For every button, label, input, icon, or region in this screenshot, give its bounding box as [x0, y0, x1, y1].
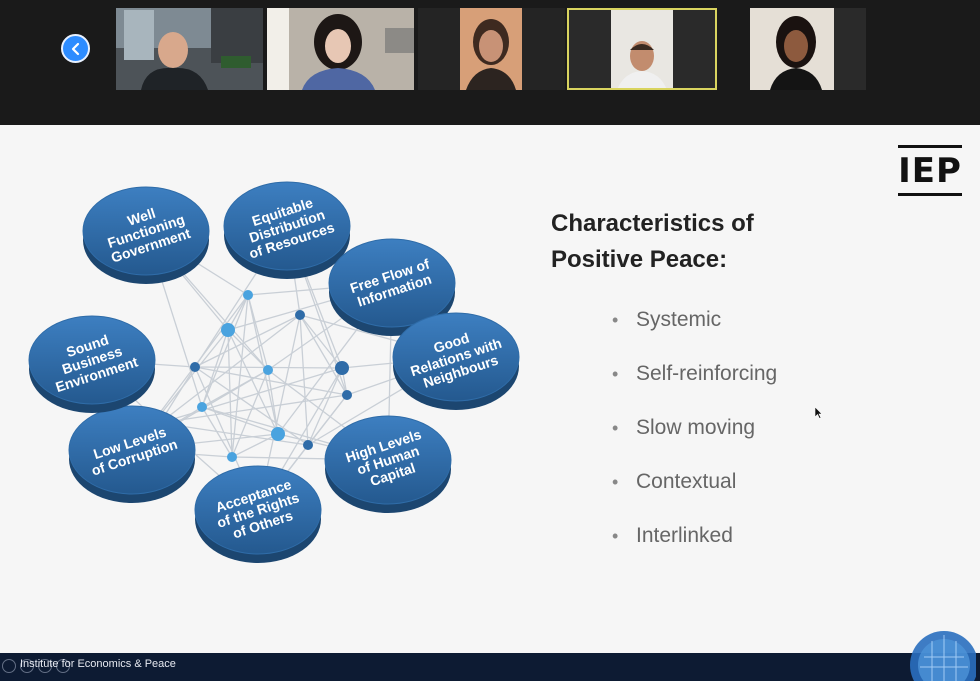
heading-line: Characteristics of	[551, 210, 754, 237]
slide-nav-controls[interactable]	[2, 659, 70, 677]
pillar-oval: Free Flow ofInformation	[328, 238, 456, 336]
network-node	[335, 361, 349, 375]
network-line	[227, 329, 279, 435]
network-line	[231, 369, 269, 458]
network-line	[227, 329, 233, 458]
network-node	[342, 390, 352, 400]
video-strip	[0, 0, 980, 125]
participant-video-image	[567, 8, 717, 90]
bullet-dot-icon: •	[612, 364, 619, 384]
participant-video-image	[750, 8, 866, 90]
network-line	[201, 406, 279, 435]
participant-video-image	[267, 8, 414, 90]
bullet-dot-icon: •	[612, 526, 619, 546]
pen-icon[interactable]	[20, 659, 34, 673]
participant-video-tile[interactable]	[116, 8, 263, 90]
pillar-ovals: WellFunctioningGovernmentEquitableDistri…	[28, 181, 520, 563]
mouse-cursor-icon	[815, 407, 823, 419]
bullet-item: • Slow moving	[612, 416, 777, 470]
network-line	[247, 294, 279, 435]
bullet-text: Contextual	[636, 470, 737, 493]
network-line	[231, 433, 279, 458]
network-line	[227, 329, 269, 371]
network-line	[194, 314, 301, 368]
network-line	[299, 314, 348, 396]
network-node	[197, 402, 207, 412]
slide-footer: Institute for Economics & Peace	[0, 653, 980, 681]
network-node	[227, 452, 237, 462]
pillar-oval: EquitableDistributionof Resources	[223, 181, 351, 279]
network-line	[231, 294, 249, 458]
active-speaker-video-tile[interactable]	[567, 8, 717, 90]
network-line	[159, 367, 343, 424]
bullet-text: Systemic	[636, 308, 722, 331]
pillar-oval: Acceptanceof the Rightsof Others	[194, 465, 322, 563]
previous-slide-icon[interactable]	[2, 659, 16, 673]
network-node	[271, 427, 285, 441]
bullet-item: • Self-reinforcing	[612, 362, 777, 416]
network-line	[307, 394, 348, 446]
network-line	[159, 394, 348, 424]
slide-heading: Characteristics of Positive Peace:	[551, 206, 831, 278]
bullet-list: • Systemic • Self-reinforcing • Slow moving…	[612, 308, 777, 578]
network-line	[201, 329, 229, 408]
heading-line: Positive Peace:	[551, 246, 728, 273]
footer-title: Institute for Economics & Peace	[20, 658, 176, 670]
network-node	[303, 440, 313, 450]
pillar-oval: SoundBusinessEnvironment	[28, 315, 156, 413]
network-line	[194, 366, 309, 446]
network-line	[201, 369, 269, 408]
chevron-left-icon	[71, 42, 79, 55]
pillar-oval: GoodRelations withNeighbours	[392, 312, 520, 410]
network-line	[159, 314, 301, 424]
bullet-dot-icon: •	[612, 418, 619, 438]
network-node	[190, 362, 200, 372]
participant-video-image	[116, 8, 263, 90]
participant-video-tile[interactable]	[750, 8, 866, 90]
next-slide-icon[interactable]	[56, 659, 70, 673]
network-nodes	[153, 290, 352, 462]
globe-graphic	[910, 631, 976, 681]
network-line	[307, 367, 343, 446]
network-line	[299, 314, 343, 369]
participant-video-image	[418, 8, 565, 90]
pillar-oval: Low Levelsof Corruption	[68, 405, 196, 503]
zoom-icon[interactable]	[38, 659, 52, 673]
iep-logo: IEP	[898, 145, 962, 197]
network-line	[194, 366, 348, 396]
bullet-item: • Interlinked	[612, 524, 777, 578]
bullet-dot-icon: •	[612, 310, 619, 330]
bullet-item: • Contextual	[612, 470, 777, 524]
logo-text: IEP	[898, 151, 962, 191]
network-line	[201, 294, 249, 408]
participant-video-tile[interactable]	[267, 8, 414, 90]
bullet-text: Interlinked	[636, 524, 733, 547]
bullet-item: • Systemic	[612, 308, 777, 362]
network-node	[263, 365, 273, 375]
logo-rule	[898, 193, 962, 196]
network-node	[295, 310, 305, 320]
bullet-text: Slow moving	[636, 416, 756, 439]
positive-peace-pillars-diagram: WellFunctioningGovernmentEquitableDistri…	[28, 181, 520, 563]
bullet-text: Self-reinforcing	[636, 362, 778, 385]
logo-rule	[898, 145, 962, 148]
pillar-oval: High Levelsof HumanCapital	[324, 415, 452, 513]
network-line	[299, 314, 309, 446]
pillar-oval: WellFunctioningGovernment	[82, 186, 210, 284]
bullet-dot-icon: •	[612, 472, 619, 492]
network-node	[243, 290, 253, 300]
participant-video-tile[interactable]	[418, 8, 565, 90]
previous-participants-button[interactable]	[61, 34, 90, 63]
network-node	[221, 323, 235, 337]
